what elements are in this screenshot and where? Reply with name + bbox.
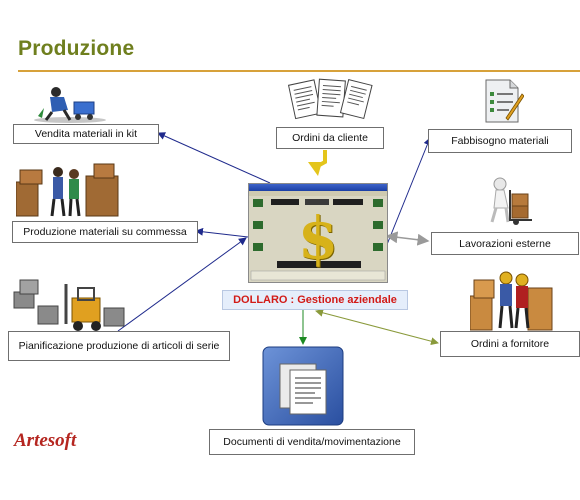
checklist-edit-icon bbox=[485, 79, 524, 123]
app-caption: DOLLARO : Gestione aziendale bbox=[222, 290, 408, 310]
workers-boxes-illustration bbox=[470, 271, 553, 331]
node-pianificazione-serie: Pianificazione produzione di articoli di… bbox=[8, 331, 230, 361]
node-documenti-vendita: Documenti di vendita/movimentazione bbox=[209, 429, 415, 455]
documents-icon bbox=[287, 78, 373, 120]
arrow-fabbisogno bbox=[385, 137, 432, 248]
app-window-titlebar bbox=[249, 184, 387, 191]
node-produzione-commessa: Produzione materiali su commessa bbox=[12, 221, 198, 243]
warehouse-illustration bbox=[16, 163, 119, 217]
brand-logo-text: Artesoft bbox=[14, 430, 77, 451]
node-lavorazioni-esterne: Lavorazioni esterne bbox=[431, 232, 579, 255]
arrow-vendita bbox=[157, 132, 271, 184]
title-divider bbox=[18, 70, 580, 72]
node-fabbisogno-materiali: Fabbisogno materiali bbox=[428, 129, 572, 153]
documents-app-icon bbox=[262, 346, 344, 426]
kit-delivery-illustration bbox=[34, 87, 106, 123]
node-ordini-da-cliente: Ordini da cliente bbox=[276, 127, 384, 149]
arrow-produzione bbox=[195, 227, 249, 238]
node-vendita-materiali-kit: Vendita materiali in kit bbox=[13, 124, 159, 144]
arrow-ordini-fornitore bbox=[315, 308, 439, 346]
hand-truck-illustration bbox=[490, 177, 532, 225]
page-title: Produzione bbox=[18, 37, 135, 60]
dollaro-app-window: $ bbox=[248, 183, 388, 283]
app-window-content bbox=[249, 191, 387, 281]
arrow-lavorazioni bbox=[385, 231, 430, 246]
forklift-illustration bbox=[13, 279, 125, 331]
dollar-sign-logo: $ bbox=[297, 204, 339, 272]
arrow-pianificazione bbox=[117, 237, 247, 332]
node-ordini-a-fornitore: Ordini a fornitore bbox=[440, 331, 580, 357]
